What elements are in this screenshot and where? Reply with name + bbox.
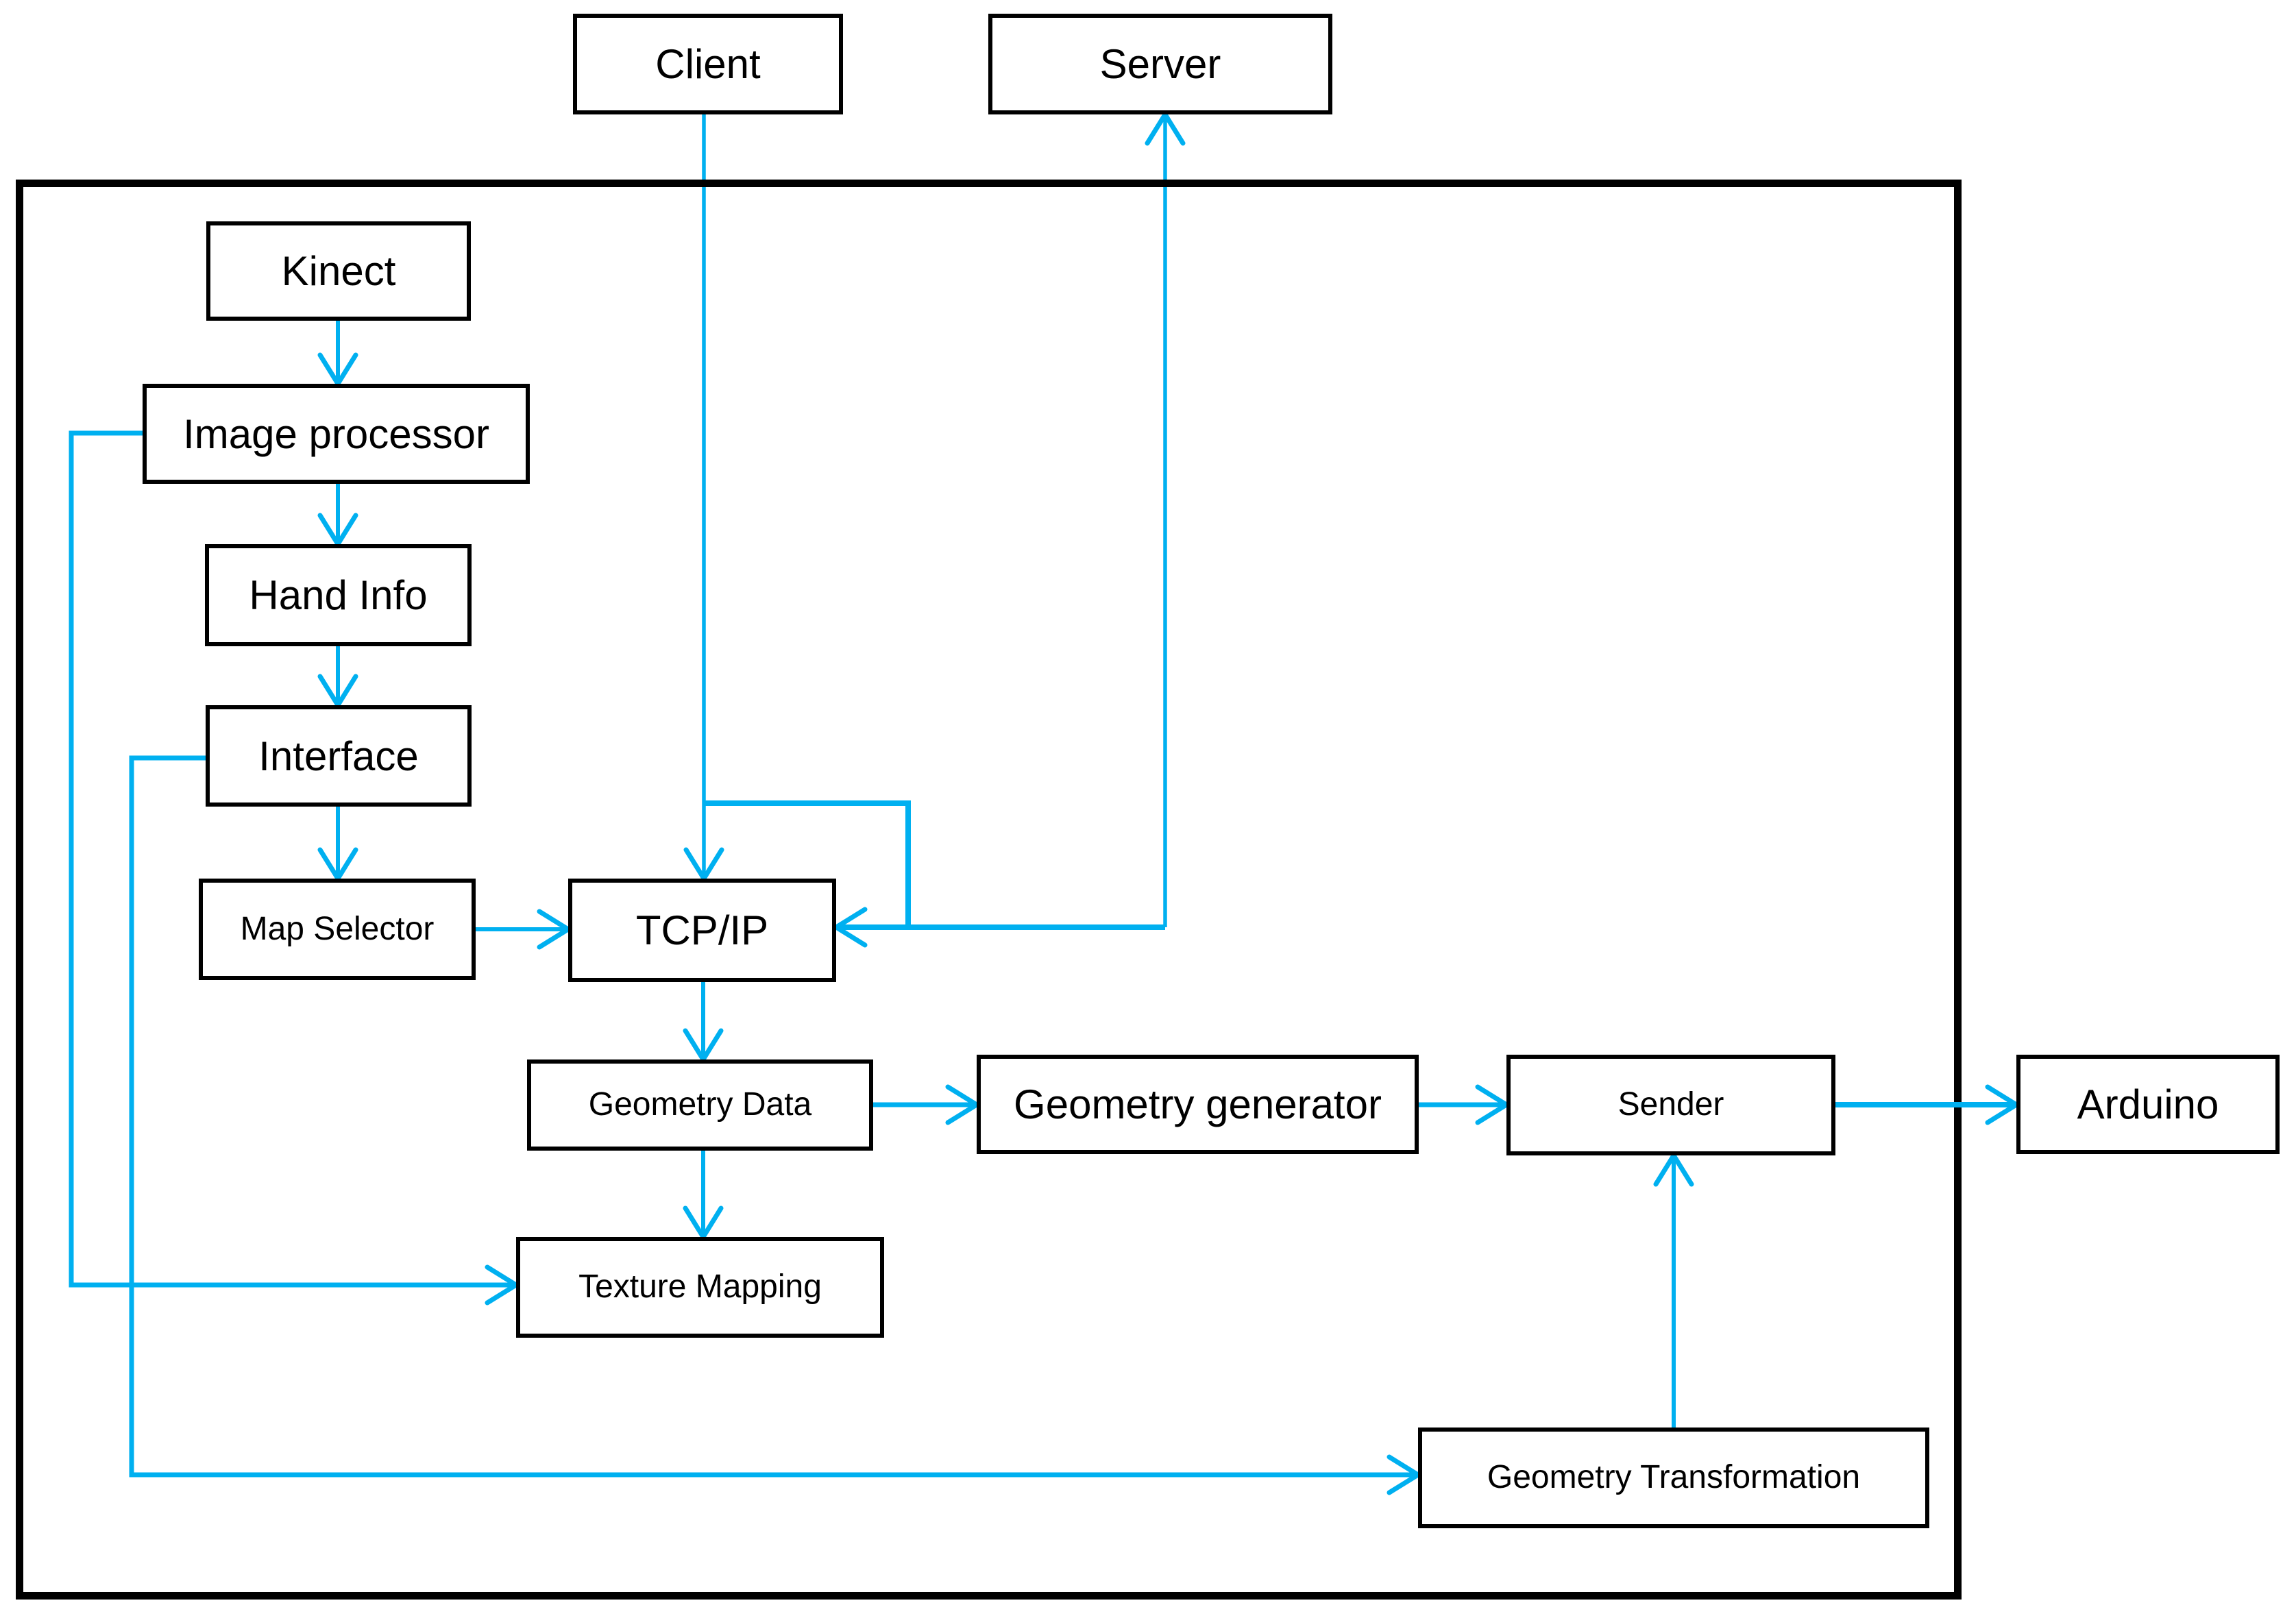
- node-kinect-label: Kinect: [281, 248, 396, 294]
- node-client: Client: [573, 14, 843, 114]
- node-map-selector: Map Selector: [199, 879, 476, 980]
- edge-client-branch: [704, 800, 911, 927]
- node-texture-mapping: Texture Mapping: [516, 1237, 884, 1338]
- node-kinect: Kinect: [206, 221, 471, 321]
- node-hand-info-label: Hand Info: [249, 572, 428, 618]
- node-geometry-transformation: Geometry Transformation: [1418, 1428, 1929, 1528]
- node-geometry-data: Geometry Data: [527, 1059, 873, 1151]
- node-image-processor: Image processor: [143, 384, 530, 484]
- node-geometry-transformation-label: Geometry Transformation: [1487, 1459, 1861, 1496]
- node-server: Server: [988, 14, 1332, 114]
- node-image-processor-label: Image processor: [183, 411, 489, 457]
- node-hand-info: Hand Info: [205, 544, 472, 646]
- node-sender-label: Sender: [1617, 1086, 1724, 1123]
- node-arduino: Arduino: [2016, 1055, 2280, 1154]
- node-geometry-generator-label: Geometry generator: [1014, 1081, 1382, 1127]
- node-tcpip: TCP/IP: [568, 879, 836, 982]
- node-sender: Sender: [1506, 1055, 1835, 1155]
- node-interface: Interface: [206, 705, 472, 807]
- node-client-label: Client: [655, 41, 761, 87]
- node-geometry-data-label: Geometry Data: [588, 1086, 812, 1123]
- system-boundary-frame: [16, 180, 1962, 1600]
- node-tcpip-label: TCP/IP: [635, 907, 769, 953]
- node-arduino-label: Arduino: [2077, 1081, 2219, 1127]
- node-texture-mapping-label: Texture Mapping: [578, 1269, 822, 1306]
- edge-interface-geometry-transformation: [129, 755, 1418, 1475]
- edge-image-processor-texture-mapping: [69, 430, 516, 1285]
- node-interface-label: Interface: [258, 733, 419, 779]
- node-server-label: Server: [1099, 41, 1221, 87]
- node-geometry-generator: Geometry generator: [977, 1055, 1419, 1154]
- node-map-selector-label: Map Selector: [240, 910, 435, 947]
